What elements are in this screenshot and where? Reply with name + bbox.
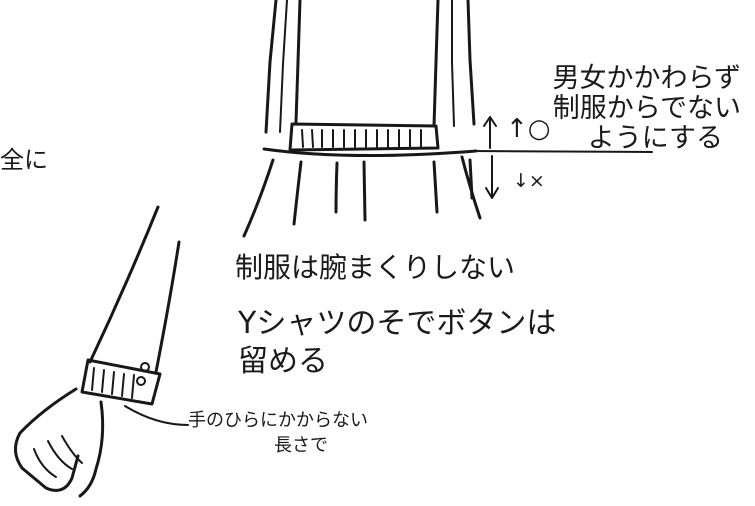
up-ok-marker: ↑○: [506, 114, 551, 144]
uniform-visibility-note-line-3: ようにする: [587, 123, 723, 154]
sweater-hem: [288, 122, 440, 152]
arm: [80, 205, 181, 406]
annotation-leader: [124, 405, 189, 426]
down-ng-marker: ↓×: [513, 170, 545, 192]
sleeve-rule-note: 制服は腕まくりしない: [235, 251, 516, 284]
sleeve-length-note: 手のひらにかからない 長さで: [188, 408, 368, 458]
hand: [14, 387, 105, 498]
uniform-visibility-note-line-2: 制服からでない: [552, 93, 741, 124]
skirt: [242, 147, 482, 238]
left-edge-note: 全に: [0, 146, 48, 174]
button-rule-note-line-2: 留める: [238, 344, 328, 379]
sleeve-length-note-line-2: 長さで: [274, 435, 328, 456]
uniform-visibility-note: 男女かかわらず 制服からでない ようにする: [553, 64, 741, 154]
button-rule-note: Yシャツのそでボタンは 留める: [238, 305, 556, 381]
hem-marker-line: [471, 116, 653, 199]
jacket-body: [264, 0, 476, 134]
button-rule-note-line-1: Yシャツのそでボタンは: [238, 306, 557, 341]
sleeve-length-note-line-1: 手のひらにかからない: [188, 410, 368, 431]
uniform-visibility-note-line-1: 男女かかわらず: [552, 63, 741, 94]
